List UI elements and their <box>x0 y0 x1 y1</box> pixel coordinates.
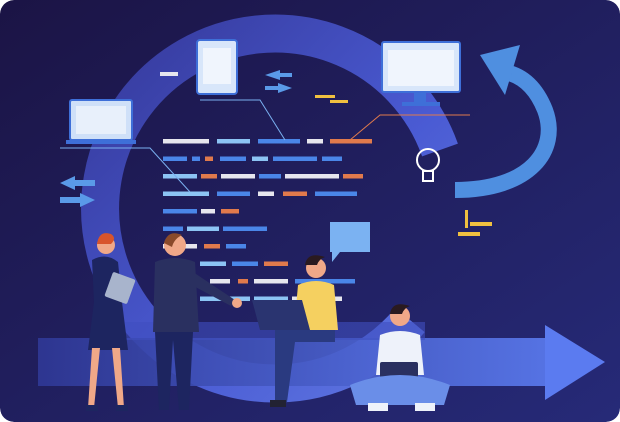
code-line-segment <box>201 174 217 179</box>
code-line-segment <box>217 191 250 196</box>
code-line-segment <box>192 156 200 161</box>
code-line-segment <box>221 209 239 214</box>
speech-bubble-icon <box>330 222 370 262</box>
code-line-segment <box>163 209 197 214</box>
code-line-segment <box>315 191 357 196</box>
code-line-segment <box>163 156 187 161</box>
code-line-segment <box>273 156 317 161</box>
code-line-segment <box>217 139 250 144</box>
code-line-segment <box>210 279 230 284</box>
code-line-segment <box>232 261 258 266</box>
accent-marks <box>315 95 492 236</box>
person-woman <box>86 233 136 411</box>
code-line-segment <box>205 156 213 161</box>
code-line-segment <box>254 279 288 284</box>
monitor-icon <box>381 41 461 106</box>
code-line-segment <box>163 226 183 231</box>
code-line-segment <box>258 139 300 144</box>
code-line-segment <box>254 296 288 301</box>
code-line-segment <box>238 279 248 284</box>
code-line-segment <box>163 191 209 196</box>
code-line-segment <box>330 139 372 144</box>
code-line-segment <box>322 156 342 161</box>
code-line-segment <box>221 174 255 179</box>
person-man-standing <box>153 233 242 410</box>
code-line-segment <box>335 279 355 284</box>
code-line-segment <box>200 261 226 266</box>
code-line-segment <box>220 156 246 161</box>
code-line-segment <box>258 191 274 196</box>
code-line-segment <box>285 174 339 179</box>
laptop-icon <box>66 99 136 144</box>
code-line-segment <box>163 139 209 144</box>
code-line-segment <box>226 244 246 249</box>
dash <box>160 72 178 76</box>
swap-arrows-icon <box>60 70 292 207</box>
connector-lines <box>60 99 470 193</box>
code-line-segment <box>259 174 281 179</box>
code-line-segment <box>283 191 307 196</box>
code-line-segment <box>264 261 288 266</box>
code-line-segment <box>163 174 197 179</box>
code-line-segment <box>343 174 363 179</box>
lightbulb-icon <box>416 148 440 182</box>
person-crosslegged-laptop <box>350 304 450 411</box>
code-line-segment <box>307 139 323 144</box>
code-line-segment <box>252 156 268 161</box>
code-line-segment <box>223 226 267 231</box>
person-sitting-laptop <box>252 255 338 407</box>
tablet-icon <box>196 39 238 95</box>
code-line-segment <box>201 209 215 214</box>
cycle-arrow-icon <box>454 45 557 198</box>
code-line-segment <box>204 244 220 249</box>
code-line-segment <box>187 226 219 231</box>
